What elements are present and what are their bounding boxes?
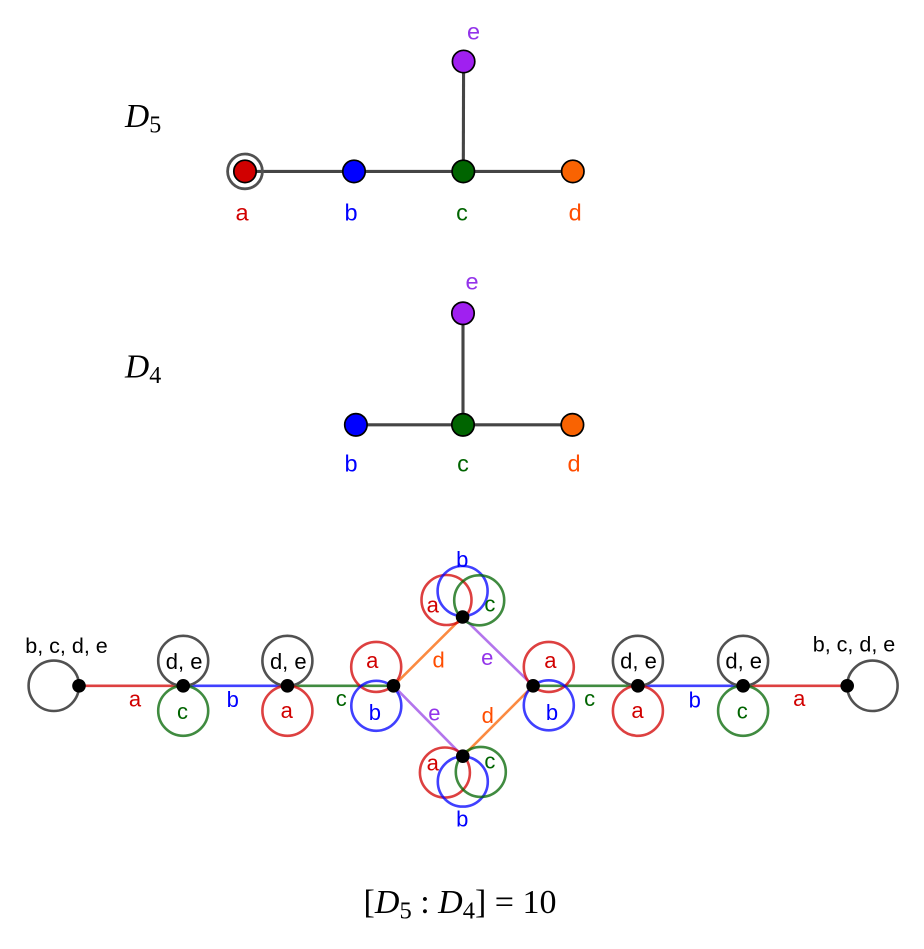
svg-text:a: a	[427, 751, 440, 776]
svg-text:D4: D4	[124, 349, 161, 390]
svg-text:b, c, d, e: b, c, d, e	[813, 633, 895, 657]
svg-text:b: b	[369, 700, 381, 725]
svg-text:a: a	[793, 686, 806, 711]
svg-text:c: c	[484, 592, 495, 617]
svg-text:d, e: d, e	[725, 648, 762, 673]
svg-text:a: a	[129, 686, 142, 711]
svg-text:a: a	[631, 698, 644, 723]
svg-text:a: a	[236, 199, 250, 225]
svg-text:c: c	[456, 199, 468, 225]
svg-text:d: d	[569, 199, 582, 225]
svg-text:a: a	[427, 593, 440, 618]
svg-text:c: c	[584, 686, 595, 711]
svg-text:e: e	[481, 645, 493, 670]
svg-text:e: e	[428, 701, 440, 726]
svg-text:b: b	[344, 451, 357, 477]
svg-text:b: b	[546, 700, 558, 725]
svg-text:c: c	[336, 686, 347, 711]
svg-text:[D5 : D4] = 10: [D5 : D4] = 10	[364, 884, 557, 925]
svg-text:b: b	[227, 687, 239, 712]
svg-text:d: d	[482, 703, 494, 728]
svg-text:b: b	[689, 687, 701, 712]
svg-text:a: a	[544, 648, 557, 673]
svg-text:a: a	[281, 698, 294, 723]
svg-text:a: a	[366, 648, 379, 673]
svg-text:b: b	[456, 547, 468, 572]
svg-text:b: b	[344, 199, 357, 225]
svg-text:e: e	[465, 269, 478, 295]
svg-text:d: d	[432, 647, 444, 672]
svg-text:c: c	[457, 451, 469, 477]
svg-text:d, e: d, e	[620, 648, 657, 673]
svg-text:d, e: d, e	[270, 649, 307, 674]
svg-text:b, c, d, e: b, c, d, e	[25, 634, 107, 658]
svg-text:d: d	[567, 451, 580, 477]
svg-text:c: c	[737, 698, 748, 723]
svg-text:d, e: d, e	[166, 649, 203, 674]
svg-text:c: c	[177, 699, 188, 724]
svg-text:b: b	[456, 806, 468, 831]
svg-text:e: e	[467, 19, 480, 45]
svg-text:c: c	[484, 749, 495, 774]
